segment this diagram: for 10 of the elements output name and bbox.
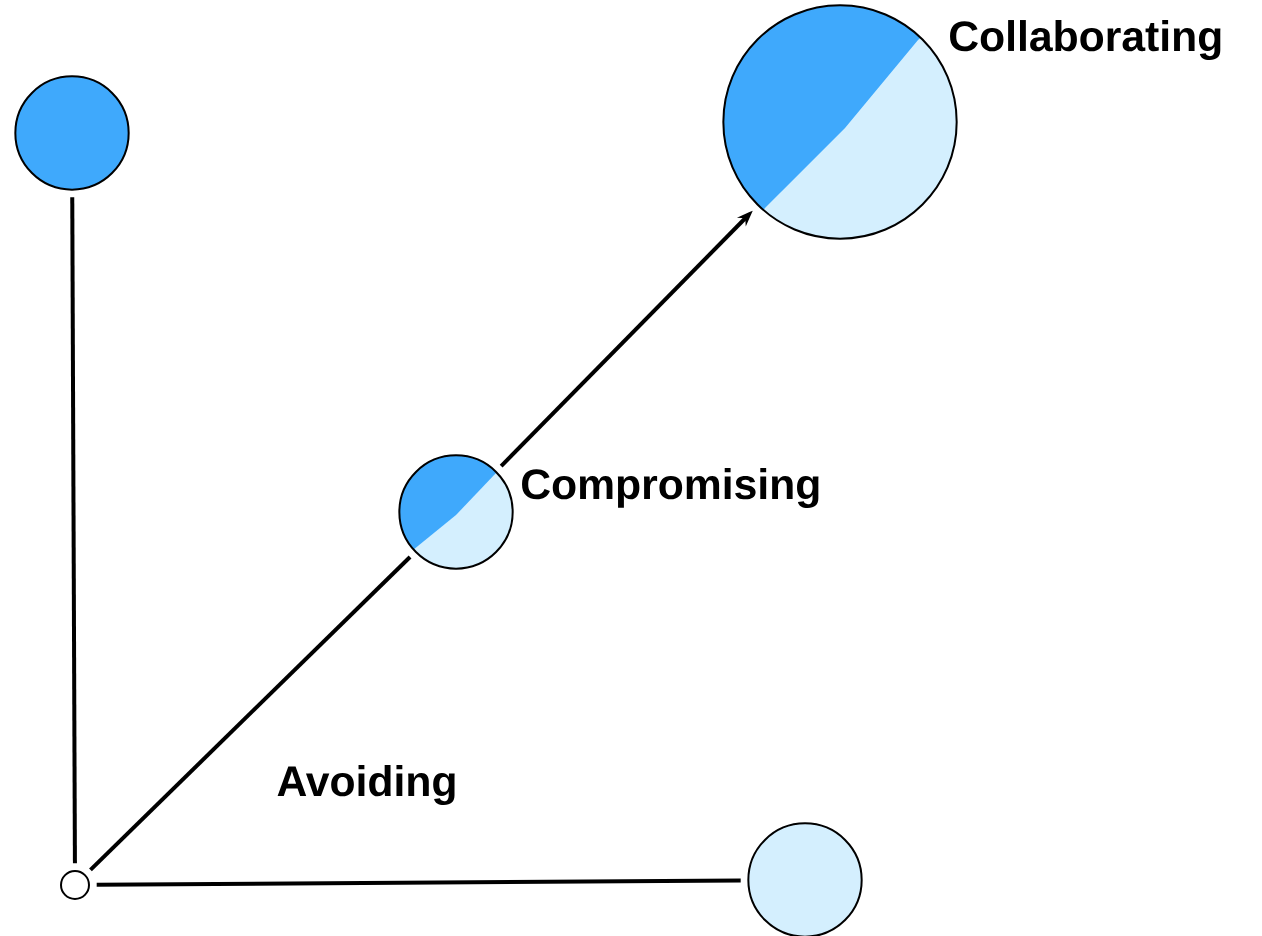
circle [14, 75, 130, 191]
line [89, 555, 412, 872]
circle [747, 822, 863, 936]
split-circle [398, 454, 514, 570]
circle-label: Collaborating [950, 20, 1221, 60]
line [70, 197, 77, 864]
circle-label: Compromising [522, 468, 819, 508]
label: Avoiding [277, 765, 455, 805]
circle [60, 870, 90, 900]
line [96, 878, 741, 887]
